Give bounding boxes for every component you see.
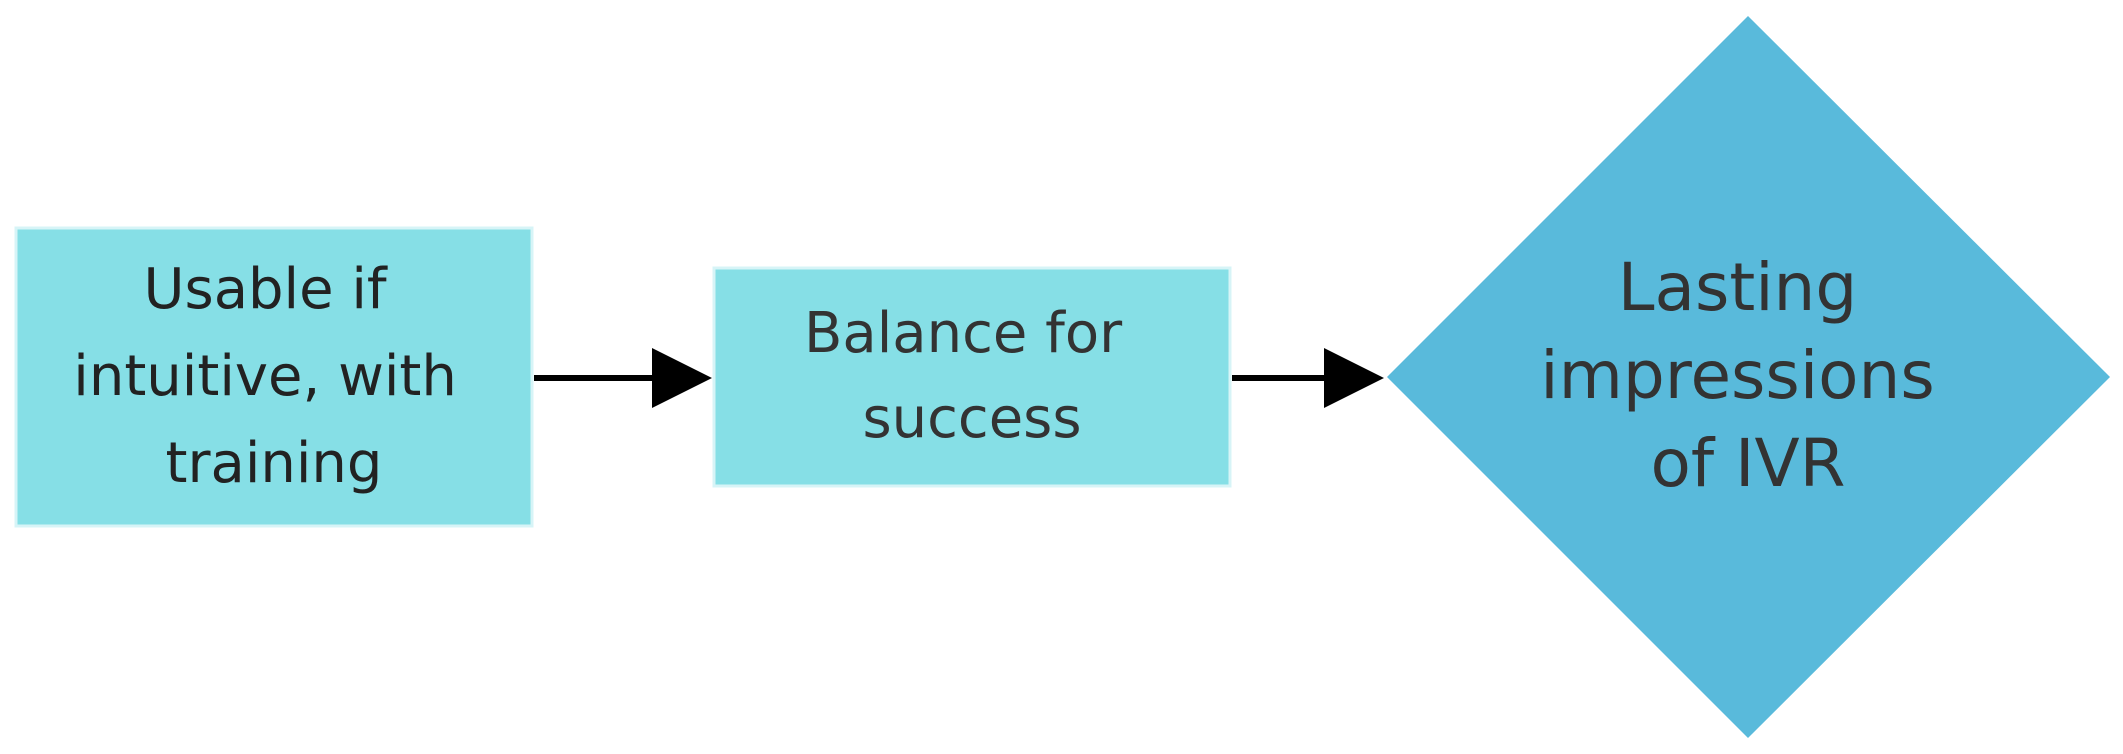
node-usable-if-intuitive: Usable if intuitive, with training [14, 226, 534, 528]
node-lasting-impressions: Lasting impressions of IVR [1387, 16, 2110, 738]
box2-line-2: success [862, 386, 1081, 451]
box2-line-1: Balance for [804, 301, 1123, 366]
box1-line-2: intuitive, with [73, 344, 457, 409]
diamond-line-2: impressions [1540, 337, 1935, 414]
box1-line-3: training [166, 431, 383, 496]
diamond-text: Lasting impressions of IVR [1540, 249, 1956, 502]
box1-line-1: Usable if [144, 257, 388, 322]
diamond-line-1: Lasting [1618, 249, 1858, 326]
box1-shape [14, 226, 534, 528]
box1-text: Usable if intuitive, with training [73, 257, 474, 496]
box2-shape [712, 266, 1232, 488]
box2-text: Balance for success [804, 301, 1140, 451]
node-balance-for-success: Balance for success [712, 266, 1232, 488]
diamond-shape [1387, 16, 2110, 738]
diamond-line-3: of IVR [1650, 425, 1845, 502]
